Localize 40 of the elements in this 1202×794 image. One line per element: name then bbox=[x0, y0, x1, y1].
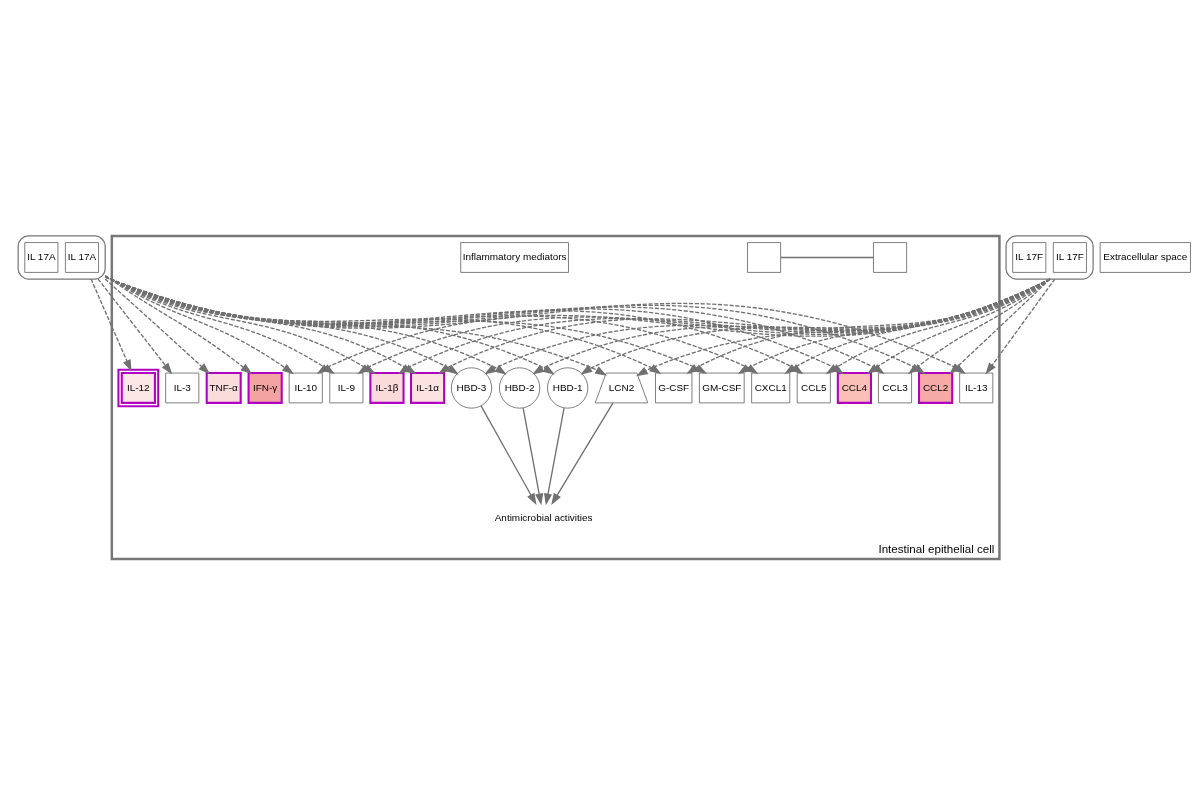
node-box: Inflammatory mediators bbox=[460, 241, 569, 273]
node-box: G-CSF bbox=[655, 372, 693, 403]
node-box: IL-13 bbox=[959, 372, 994, 403]
node-box bbox=[747, 241, 782, 273]
node-box: IFN-γ bbox=[247, 371, 283, 404]
arrow bbox=[104, 274, 294, 374]
cluster bbox=[17, 234, 106, 280]
cluster bbox=[1005, 234, 1094, 280]
node-box: IL 17F bbox=[1012, 241, 1047, 273]
arrow bbox=[90, 277, 132, 372]
node-box: CXCL1 bbox=[751, 372, 791, 403]
node-box bbox=[873, 241, 908, 273]
node-box: IL-3 bbox=[165, 372, 200, 403]
node-box: IL-10 bbox=[288, 372, 323, 403]
node-box: IL-1α bbox=[409, 371, 446, 404]
node-box: IL 17F bbox=[1052, 241, 1087, 273]
node-box: CCL4 bbox=[836, 371, 872, 404]
arrow bbox=[104, 274, 253, 374]
node-circle: HBD-1 bbox=[547, 366, 589, 409]
node-text: Antimicrobial activities bbox=[494, 511, 593, 523]
node-box: TNF-α bbox=[205, 371, 242, 404]
node-box: GM-CSF bbox=[699, 372, 745, 403]
node-circle: HBD-3 bbox=[450, 366, 493, 409]
node-box: IL 17A bbox=[65, 241, 99, 273]
node-box: IL-9 bbox=[329, 372, 364, 403]
node-box: IL-1β bbox=[369, 371, 405, 404]
arrow bbox=[104, 277, 211, 374]
node-box: CCL3 bbox=[878, 372, 912, 403]
arrow bbox=[522, 406, 544, 505]
node-circle: HBD-2 bbox=[498, 366, 541, 409]
arrow bbox=[985, 277, 1056, 374]
node-box: IL 17A bbox=[24, 241, 59, 273]
node-box: CCL2 bbox=[918, 371, 954, 404]
label: Extracellular space bbox=[1103, 250, 1188, 262]
arrow bbox=[551, 401, 614, 505]
arrow bbox=[480, 404, 537, 505]
connector bbox=[780, 256, 875, 258]
arrow bbox=[97, 277, 173, 374]
arrow bbox=[544, 406, 565, 505]
node-box: CCL5 bbox=[796, 372, 831, 403]
